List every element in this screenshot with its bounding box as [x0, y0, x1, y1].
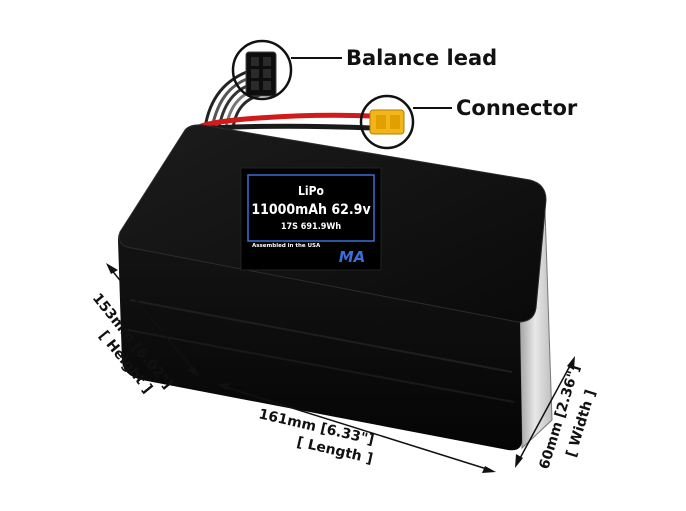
label-chemistry: LiPo [298, 184, 324, 198]
balance-lead-plug [245, 51, 277, 97]
connector-highlight-circle [359, 94, 415, 150]
connector-label: Connector [456, 96, 578, 120]
width-dimension-arrow [515, 356, 575, 468]
label-cells-energy: 17S 691.9Wh [281, 222, 341, 232]
label-assembled-text: Assembled in the USA [252, 243, 321, 249]
label-plate-border [247, 174, 375, 242]
xt-connector [369, 109, 405, 135]
height-dimension-arrow [106, 263, 199, 377]
balance-lead-highlight-circle [231, 39, 293, 101]
label-logo: MA [339, 248, 366, 266]
label-capacity-voltage: 11000mAh 62.9v [251, 202, 371, 218]
length-dimension-arrow [216, 383, 496, 473]
wire-bundle [196, 68, 373, 133]
battery-front-face [118, 227, 522, 451]
balance-lead-label: Balance lead [346, 46, 497, 70]
label-plate: LiPo 11000mAh 62.9v 17S 691.9Wh Assemble… [240, 167, 382, 271]
